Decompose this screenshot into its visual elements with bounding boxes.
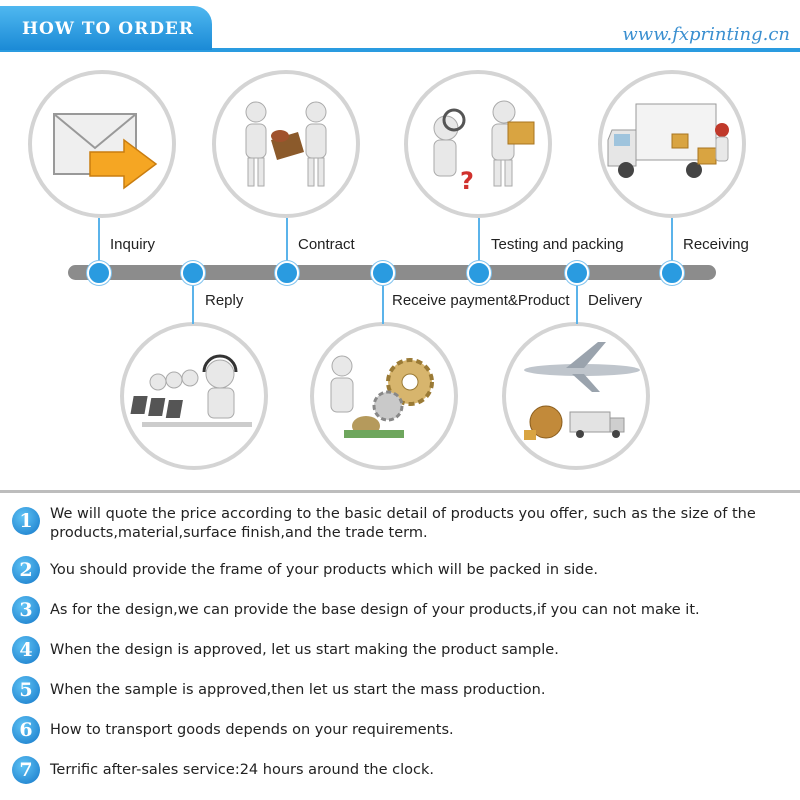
reply-circle — [120, 322, 268, 470]
label-delivery: Delivery — [588, 292, 643, 309]
call-center-icon — [130, 354, 252, 427]
timeline-dot-testing — [467, 261, 491, 285]
payment-gears-icon — [330, 355, 434, 438]
step-text: How to transport goods depends on your r… — [50, 722, 454, 738]
inspecting-package-icon: ? — [433, 100, 535, 195]
payment-circle — [310, 322, 458, 470]
stem-contract — [286, 218, 288, 268]
stem-reply — [192, 278, 194, 324]
delivery-circle — [502, 322, 650, 470]
step-number-badge: 7 — [12, 756, 40, 784]
step-item: 7 Terrific after-sales service:24 hours … — [12, 756, 797, 786]
step-item: 1 We will quote the price according to t… — [12, 505, 797, 547]
stem-delivery — [576, 278, 578, 324]
delivery-truck-icon — [607, 103, 729, 178]
step-item: 4 When the design is approved, let us st… — [12, 636, 797, 666]
step-number-badge: 6 — [12, 716, 40, 744]
inquiry-circle — [28, 70, 176, 218]
step-text: Terrific after-sales service:24 hours ar… — [50, 762, 434, 778]
header-tab — [0, 6, 212, 50]
section-divider — [0, 490, 800, 493]
stem-testing — [478, 218, 480, 268]
testing-packing-circle: ? — [404, 70, 552, 218]
header-rule — [0, 48, 800, 52]
handshake-contract-icon — [245, 101, 327, 187]
stem-payment — [382, 278, 384, 324]
page-title: HOW TO ORDER — [22, 19, 195, 39]
timeline-dot-receiving — [660, 261, 684, 285]
contract-circle — [212, 70, 360, 218]
step-text: As for the design,we can provide the bas… — [50, 602, 700, 618]
step-item: 3 As for the design,we can provide the b… — [12, 596, 797, 626]
label-contract: Contract — [298, 236, 355, 253]
step-number-badge: 2 — [12, 556, 40, 584]
receiving-circle — [598, 70, 746, 218]
timeline-dot-inquiry — [87, 261, 111, 285]
site-url: www.fxprinting.cn — [622, 24, 790, 45]
step-number-badge: 4 — [12, 636, 40, 664]
stem-receiving — [671, 218, 673, 268]
step-item: 5 When the sample is approved,then let u… — [12, 676, 797, 706]
step-text: When the design is approved, let us star… — [50, 642, 559, 658]
stem-inquiry — [98, 218, 100, 268]
label-inquiry: Inquiry — [110, 236, 156, 253]
label-reply: Reply — [205, 292, 244, 309]
timeline-dot-contract — [275, 261, 299, 285]
step-text: We will quote the price according to the… — [50, 506, 756, 541]
step-item: 2 You should provide the frame of your p… — [12, 556, 797, 586]
label-receive-payment: Receive payment&Product — [392, 292, 570, 309]
timeline-dot-payment — [371, 261, 395, 285]
envelope-arrow-icon — [53, 113, 158, 190]
step-text: You should provide the frame of your pro… — [50, 562, 599, 578]
step-number-badge: 3 — [12, 596, 40, 624]
step-number-badge: 1 — [12, 507, 40, 535]
timeline-dot-reply — [181, 261, 205, 285]
airplane-shipping-icon — [524, 342, 640, 440]
step-number-badge: 5 — [12, 676, 40, 704]
label-testing-packing: Testing and packing — [491, 236, 624, 253]
label-receiving: Receiving — [683, 236, 749, 253]
step-item: 6 How to transport goods depends on your… — [12, 716, 797, 746]
timeline-dot-delivery — [565, 261, 589, 285]
step-text: When the sample is approved,then let us … — [50, 682, 546, 698]
svg-text:?: ? — [460, 167, 474, 195]
